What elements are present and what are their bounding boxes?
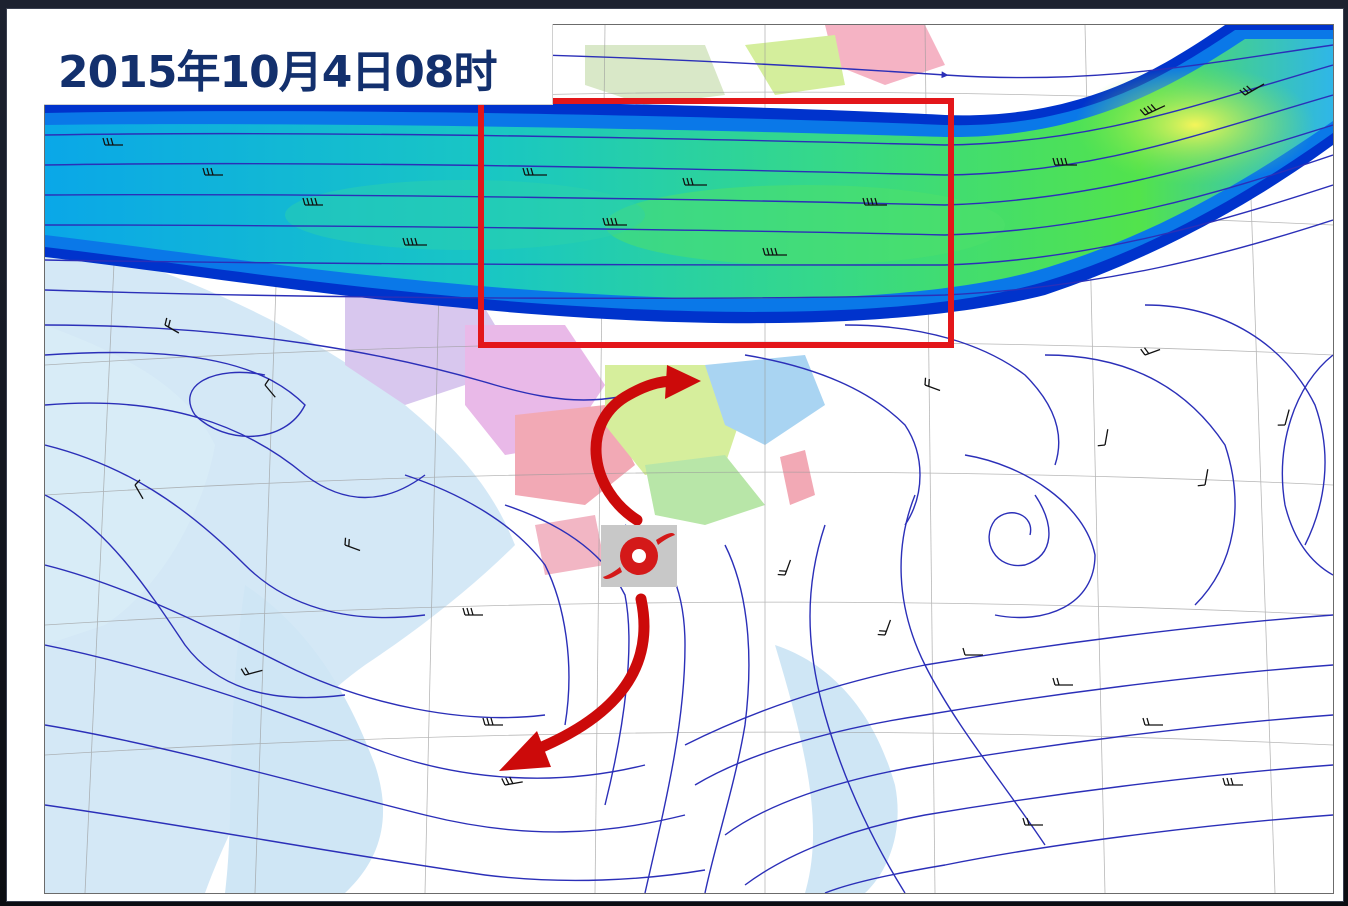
southwest-arrow [529,593,650,756]
jet-core-highlight-box [478,98,954,348]
typhoon-track-arrows [499,365,701,771]
map-title-box: 2015年10月4日08时 [44,24,553,105]
streamlines [45,44,1333,893]
southwest-arrowhead [499,731,551,771]
recurve-north-arrow [590,375,681,526]
weather-map [44,24,1334,894]
map-title: 2015年10月4日08时 [58,47,498,98]
recurve-north-arrowhead [665,365,701,399]
typhoon-icon [601,525,677,587]
wind-barbs [102,83,1290,826]
